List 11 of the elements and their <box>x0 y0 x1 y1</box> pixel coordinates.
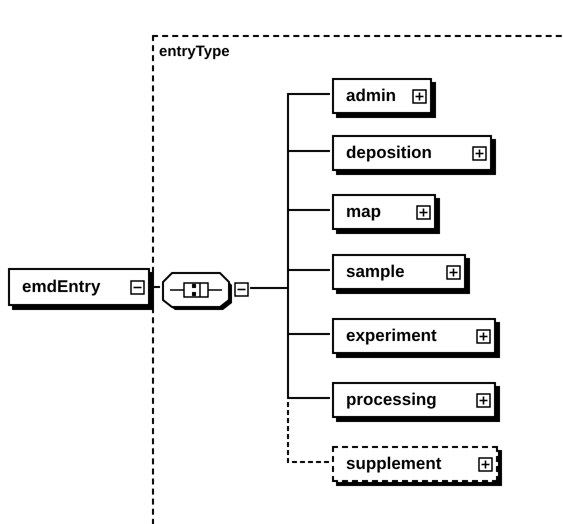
connector-line <box>250 287 330 463</box>
element-name: processing <box>346 389 437 412</box>
element-name: experiment <box>346 325 437 348</box>
type-name: entryType <box>159 42 230 62</box>
element-name: admin <box>346 85 396 108</box>
element-name: emdEntry <box>22 276 100 298</box>
element-name: map <box>346 201 381 224</box>
complex-type-region <box>152 35 563 524</box>
element-name: supplement <box>346 453 442 476</box>
element-name: sample <box>346 261 405 284</box>
element-name: deposition <box>346 142 432 164</box>
